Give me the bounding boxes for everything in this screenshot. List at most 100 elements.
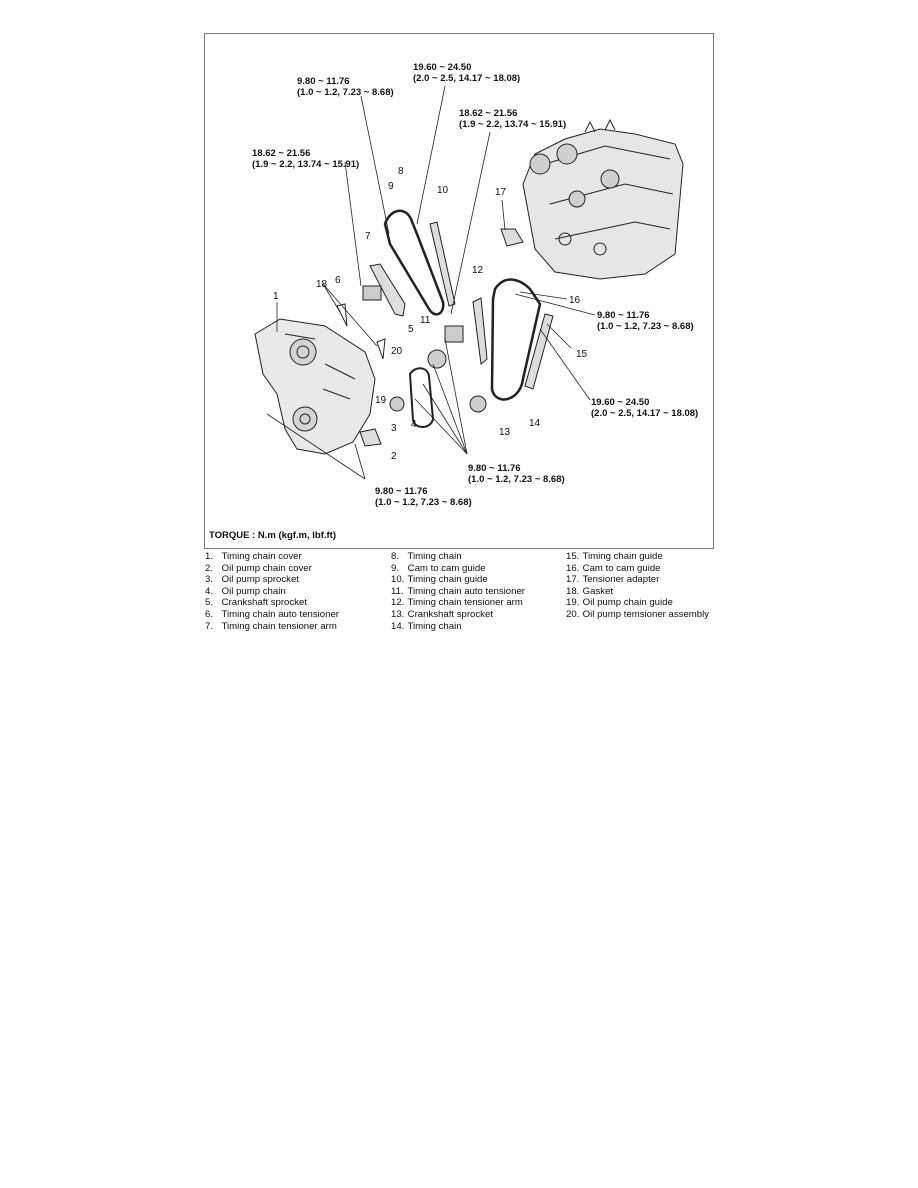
torque-alt: (1.0 ~ 1.2, 7.23 ~ 8.68) (468, 474, 565, 485)
legend-number: 7. (205, 620, 214, 632)
callout-8: 8 (398, 166, 404, 177)
legend-item: 18. Gasket (566, 586, 709, 598)
legend-item: 5. Crankshaft sprocket (205, 597, 339, 609)
torque-spec: 9.80 ~ 11.76 (1.0 ~ 1.2, 7.23 ~ 8.68) (468, 463, 565, 485)
callout-6: 6 (335, 275, 341, 286)
exploded-diagram: 19.60 ~ 24.50 (2.0 ~ 2.5, 14.17 ~ 18.08)… (204, 33, 714, 549)
torque-spec: 19.60 ~ 24.50 (2.0 ~ 2.5, 14.17 ~ 18.08) (591, 397, 698, 419)
callout-7: 7 (365, 231, 371, 242)
callout-18: 18 (316, 279, 328, 290)
legend-label: Timing chain tensioner arm (407, 597, 523, 609)
legend-item: 8. Timing chain (391, 551, 525, 563)
oil-pump-chain-cover-drawing (359, 428, 382, 447)
torque-alt: (2.0 ~ 2.5, 14.17 ~ 18.08) (413, 73, 521, 84)
legend-number: 8. (391, 551, 400, 562)
legend-label: Cam to cam guide (582, 562, 661, 574)
callout-2: 2 (391, 451, 397, 462)
legend-number: 11. (391, 585, 404, 597)
diagram-artwork (254, 85, 684, 480)
legend-item: 7. Timing chain tensioner arm (205, 621, 339, 633)
callout-11: 11 (420, 315, 431, 326)
auto-tensioner-11-drawing (444, 325, 464, 343)
legend-item: 2. Oil pump chain cover (205, 563, 339, 575)
legend-item: 15. Timing chain guide (566, 551, 709, 563)
callout-20: 20 (391, 346, 403, 357)
torque-nm: 9.80 ~ 11.76 (297, 76, 350, 87)
legend-label: Timing chain auto tensioner (221, 608, 340, 620)
callout-1: 1 (273, 291, 279, 302)
callout-19: 19 (375, 395, 387, 406)
torque-spec: 9.80 ~ 11.76 (1.0 ~ 1.2, 7.23 ~ 8.68) (375, 486, 472, 508)
legend-label: Timing chain auto tensioner (407, 585, 526, 597)
legend-item: 16. Cam to cam guide (566, 563, 709, 575)
callout-13: 13 (499, 427, 511, 438)
legend-item: 19. Oil pump chain guide (566, 597, 709, 609)
legend-item: 14. Timing chain (391, 621, 525, 633)
torque-alt: (2.0 ~ 2.5, 14.17 ~ 18.08) (591, 408, 699, 419)
legend-number: 19. (566, 597, 580, 609)
torque-alt: (1.0 ~ 1.2, 7.23 ~ 8.68) (375, 497, 472, 508)
legend-label: Gasket (582, 585, 614, 597)
legend-item: 20. Oil pump temsioner assembly (566, 609, 709, 621)
torque-spec: 9.80 ~ 11.76 (1.0 ~ 1.2, 7.23 ~ 8.68) (297, 76, 394, 98)
torque-nm: 19.60 ~ 24.50 (591, 397, 650, 408)
legend-number: 20. (566, 608, 580, 620)
torque-nm: 19.60 ~ 24.50 (413, 62, 472, 73)
legend-number: 12. (391, 597, 405, 609)
legend-label: Crankshaft sprocket (221, 597, 307, 609)
crankshaft-sprocket-13-drawing (469, 395, 487, 413)
legend-item: 11. Timing chain auto tensioner (391, 586, 525, 598)
torque-alt: (1.0 ~ 1.2, 7.23 ~ 8.68) (597, 321, 694, 332)
legend-column: 1. Timing chain cover 2. Oil pump chain … (205, 551, 339, 632)
callout-17: 17 (495, 187, 507, 198)
callout-16: 16 (569, 295, 581, 306)
legend-label: Crankshaft sprocket (407, 608, 493, 620)
legend-label: Oil pump sprocket (221, 574, 299, 586)
legend-number: 17. (566, 574, 580, 586)
callout-4: 4 (411, 419, 417, 430)
legend-number: 4. (205, 585, 214, 597)
torque-alt: (1.9 ~ 2.2, 13.74 ~ 15.91) (459, 119, 567, 130)
legend-number: 1. (205, 551, 214, 562)
legend-column: 8. Timing chain 9. Cam to cam guide 10. … (391, 551, 525, 632)
legend-number: 16. (566, 562, 580, 574)
callout-3: 3 (391, 423, 397, 434)
legend-number: 13. (391, 608, 405, 620)
torque-spec: 18.62 ~ 21.56 (1.9 ~ 2.2, 13.74 ~ 15.91) (459, 108, 566, 130)
legend-number: 18. (566, 585, 580, 597)
legend-number: 14. (391, 620, 405, 632)
legend-label: Oil pump chain guide (582, 597, 673, 609)
timing-chain-14-drawing (490, 278, 542, 401)
legend-label: Timing chain (407, 620, 462, 632)
leader-lines (266, 85, 596, 480)
torque-nm: 18.62 ~ 21.56 (459, 108, 518, 119)
legend-item: 13. Crankshaft sprocket (391, 609, 525, 621)
torque-spec: 18.62 ~ 21.56 (1.9 ~ 2.2, 13.74 ~ 15.91) (252, 148, 359, 170)
callout-14: 14 (529, 418, 541, 429)
legend-number: 15. (566, 551, 580, 562)
legend-label: Timing chain guide (582, 551, 663, 562)
torque-nm: 9.80 ~ 11.76 (597, 310, 650, 321)
torque-nm: 9.80 ~ 11.76 (468, 463, 521, 474)
auto-tensioner-6-drawing (362, 285, 382, 301)
legend-number: 9. (391, 562, 400, 574)
timing-chain-8-drawing (383, 209, 445, 316)
torque-nm: 18.62 ~ 21.56 (252, 148, 311, 159)
callout-5: 5 (408, 324, 414, 335)
engine-block-drawing (522, 118, 684, 280)
legend-label: Timing chain cover (221, 551, 302, 562)
legend-label: Timing chain (407, 551, 462, 562)
legend-label: Oil pump chain (221, 585, 286, 597)
callout-12: 12 (472, 265, 484, 276)
legend-label: Tensioner adapter (582, 574, 660, 586)
legend-number: 2. (205, 562, 214, 574)
legend-item: 6. Timing chain auto tensioner (205, 609, 339, 621)
torque-unit-note: TORQUE : N.m (kgf.m, lbf.ft) (209, 530, 337, 541)
legend-item: 4. Oil pump chain (205, 586, 339, 598)
legend-item: 1. Timing chain cover (205, 551, 339, 563)
legend-number: 6. (205, 608, 214, 620)
callout-9: 9 (388, 181, 394, 192)
legend-number: 5. (205, 597, 214, 609)
legend-column: 15. Timing chain guide 16. Cam to cam gu… (566, 551, 709, 621)
torque-alt: (1.0 ~ 1.2, 7.23 ~ 8.68) (297, 87, 394, 98)
